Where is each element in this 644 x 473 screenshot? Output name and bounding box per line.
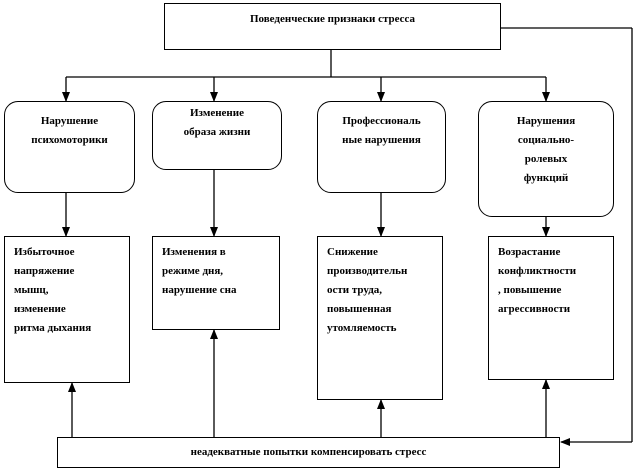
effect-line: мышц, (14, 284, 49, 296)
effect-line: утомляемость (327, 322, 397, 334)
effect-line: , повышение (498, 284, 562, 296)
effect-line: нарушение сна (162, 284, 237, 296)
category-line: Профессиональ (342, 115, 421, 127)
category-box-lifestyle: Изменение образа жизни (152, 101, 282, 170)
compensation-box: неадекватные попытки компенсировать стре… (57, 437, 560, 468)
category-line: образа жизни (183, 126, 251, 138)
effect-line: повышенная (327, 303, 392, 315)
effect-line: режиме дня, (162, 265, 224, 277)
category-line: ные нарушения (342, 134, 421, 146)
category-line: ролевых (524, 153, 568, 165)
effect-box-conflict-aggression: Возрастание конфликтности , повышение аг… (488, 236, 614, 380)
title-box: Поведенческие признаки стресса (164, 3, 501, 50)
effect-box-day-sleep: Изменения в режиме дня, нарушение сна (152, 236, 280, 330)
effect-line: агрессивности (498, 303, 571, 315)
category-line: функций (523, 172, 569, 184)
effect-box-muscle-breathing: Избыточное напряжение мышц, изменение ри… (4, 236, 130, 383)
effect-line: Снижение (327, 246, 378, 258)
category-box-professional: Профессиональ ные нарушения (317, 101, 446, 193)
category-box-psychomotor: Нарушение психомоторики (4, 101, 135, 193)
effect-line: конфликтности (498, 265, 577, 277)
category-line: Изменение (190, 107, 244, 119)
category-box-social-roles: Нарушения социально- ролевых функций (478, 101, 614, 217)
effect-box-productivity: Снижение производительн ости труда, повы… (317, 236, 443, 400)
effect-line: Изменения в (162, 246, 226, 258)
effect-line: напряжение (14, 265, 75, 277)
compensation-text: неадекватные попытки компенсировать стре… (190, 446, 427, 458)
effect-line: Избыточное (14, 246, 75, 258)
title-text: Поведенческие признаки стресса (249, 13, 416, 25)
category-line: Нарушения (516, 115, 576, 127)
category-line: Нарушение (40, 115, 99, 127)
category-line: психомоторики (31, 134, 108, 146)
effect-line: Возрастание (498, 246, 561, 258)
category-line: социально- (517, 134, 575, 146)
effect-line: изменение (14, 303, 66, 315)
effect-line: ости труда, (327, 284, 383, 296)
effect-line: ритма дыхания (14, 322, 92, 334)
effect-line: производительн (327, 265, 408, 277)
